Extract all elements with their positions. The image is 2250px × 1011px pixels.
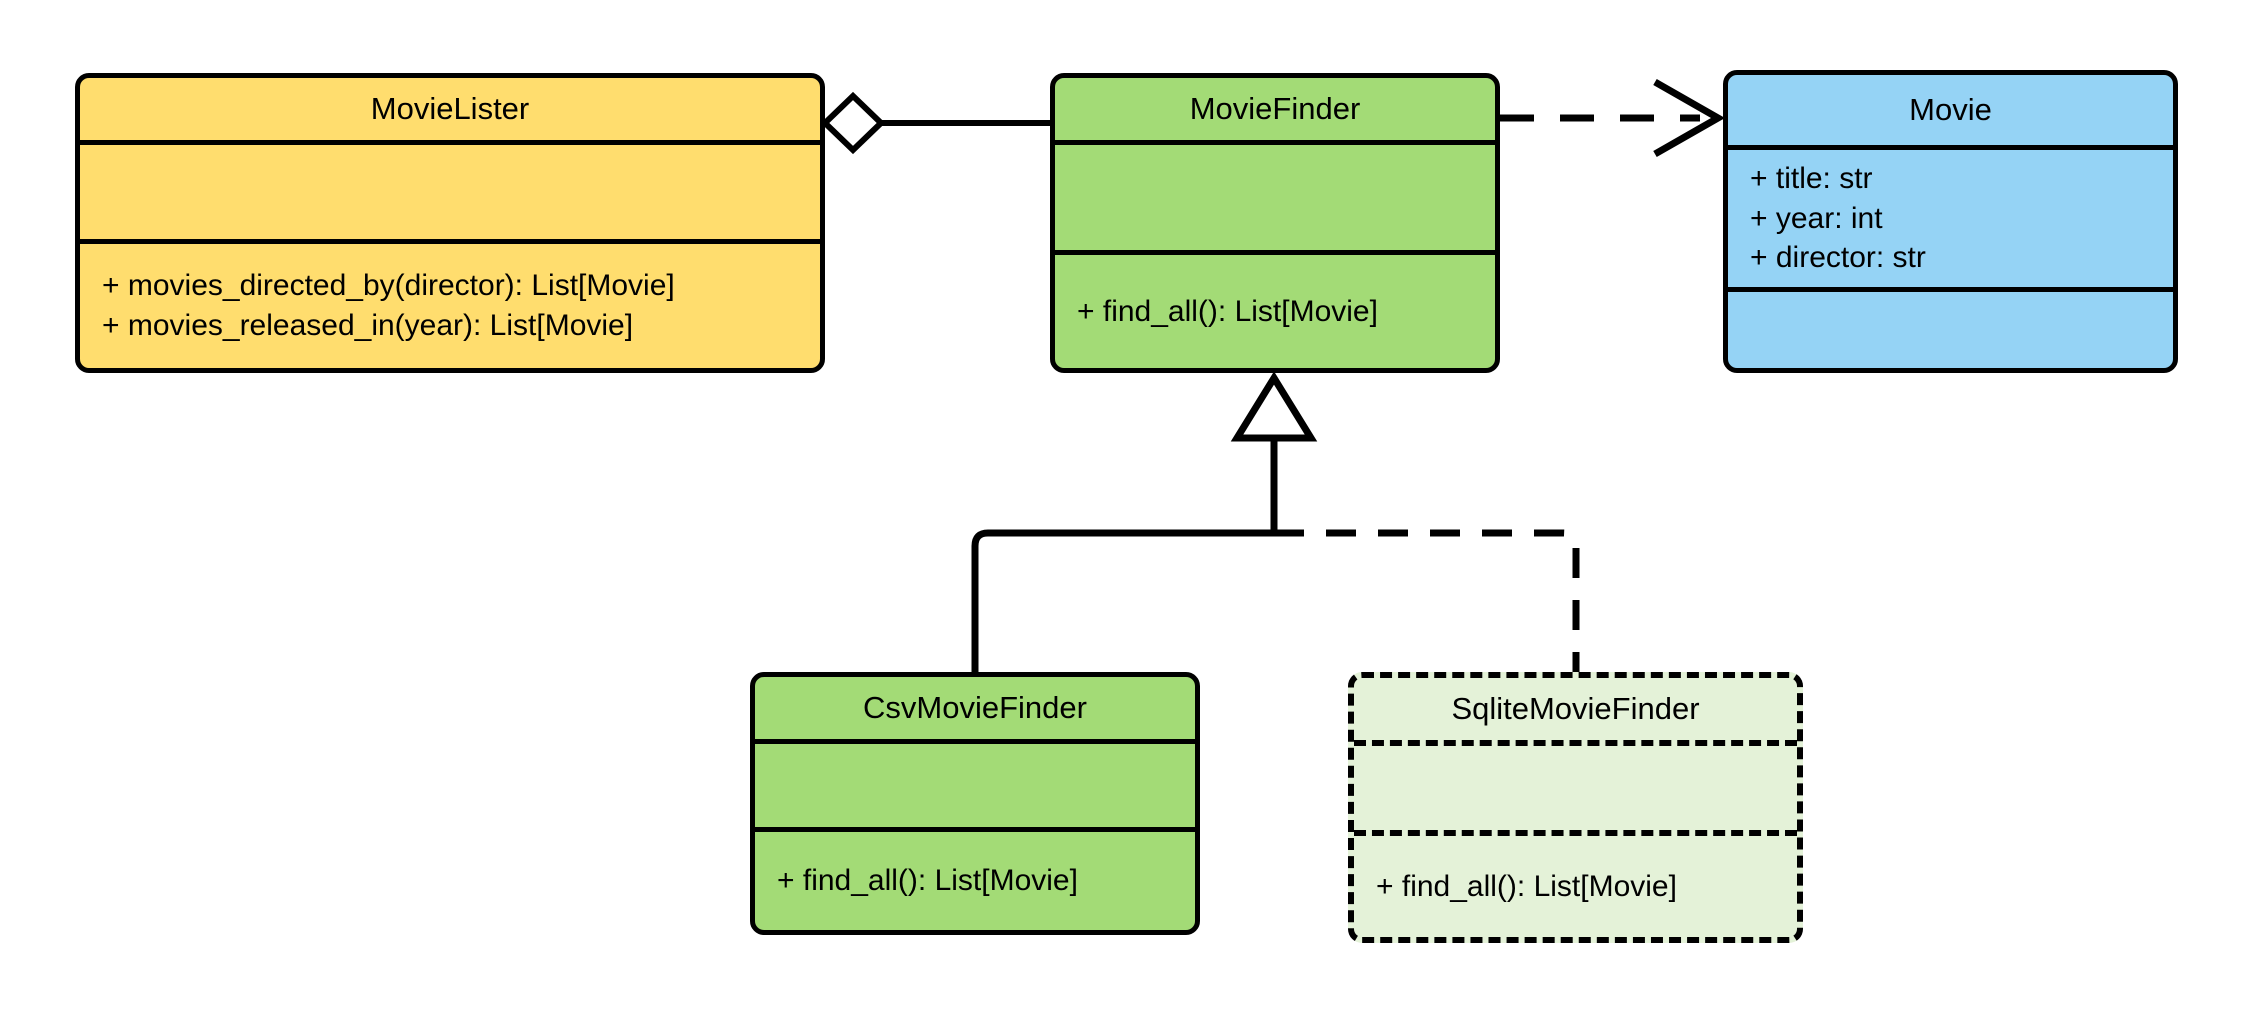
class-name-compartment-movie-finder: MovieFinder [1055, 78, 1495, 140]
hollow-triangle-icon [1230, 371, 1318, 442]
class-box-csv-movie-finder[interactable]: CsvMovieFinder + find_all(): List[Movie] [750, 672, 1200, 935]
open-arrow-icon [1653, 78, 1726, 158]
class-name-compartment-movie: Movie [1728, 75, 2173, 145]
attribute-item: + title: str [1750, 161, 1873, 195]
attribute-item: + director: str [1750, 241, 1926, 275]
class-box-movie[interactable]: Movie + title: str + year: int + directo… [1723, 70, 2178, 373]
class-name-movie-lister: MovieLister [370, 90, 530, 126]
attributes-compartment-csv-movie-finder [755, 739, 1195, 827]
method-item: + find_all(): List[Movie] [1376, 869, 1677, 903]
aggregation-lister-finder-connector [820, 91, 1050, 155]
attribute-item: + year: int [1750, 201, 1883, 235]
methods-compartment-movie-finder: + find_all(): List[Movie] [1055, 250, 1495, 368]
attributes-compartment-movie-finder [1055, 140, 1495, 250]
class-name-compartment-sqlite-movie-finder: SqliteMovieFinder [1354, 678, 1797, 740]
class-name-movie-finder: MovieFinder [1189, 90, 1361, 126]
hollow-diamond-icon [820, 91, 886, 155]
method-item: + find_all(): List[Movie] [1077, 294, 1378, 328]
class-box-movie-finder[interactable]: MovieFinder + find_all(): List[Movie] [1050, 73, 1500, 373]
class-box-sqlite-movie-finder[interactable]: SqliteMovieFinder + find_all(): List[Mov… [1348, 672, 1803, 943]
class-name-sqlite-movie-finder: SqliteMovieFinder [1451, 690, 1700, 726]
generalization-branch-sqlite [1274, 529, 1580, 672]
generalization-branch-csv [971, 529, 1274, 672]
class-name-movie: Movie [1909, 91, 1992, 127]
methods-compartment-csv-movie-finder: + find_all(): List[Movie] [755, 827, 1195, 930]
class-box-movie-lister[interactable]: MovieLister + movies_directed_by(directo… [75, 73, 825, 373]
attributes-compartment-sqlite-movie-finder [1354, 740, 1797, 830]
class-name-csv-movie-finder: CsvMovieFinder [863, 689, 1087, 725]
method-item: + find_all(): List[Movie] [777, 864, 1078, 898]
attributes-compartment-movie-lister [80, 140, 820, 239]
class-name-compartment-csv-movie-finder: CsvMovieFinder [755, 677, 1195, 739]
methods-compartment-movie-lister: + movies_directed_by(director): List[Mov… [80, 239, 820, 368]
class-name-compartment-movie-lister: MovieLister [80, 78, 820, 140]
dependency-finder-movie-connector [1500, 78, 1726, 158]
generalization-connector-group [971, 371, 1580, 672]
methods-compartment-sqlite-movie-finder: + find_all(): List[Movie] [1354, 830, 1797, 937]
method-item: + movies_directed_by(director): List[Mov… [102, 269, 675, 303]
method-item: + movies_released_in(year): List[Movie] [102, 309, 634, 342]
methods-compartment-movie [1728, 287, 2173, 368]
attributes-compartment-movie: + title: str + year: int + director: str [1728, 145, 2173, 287]
